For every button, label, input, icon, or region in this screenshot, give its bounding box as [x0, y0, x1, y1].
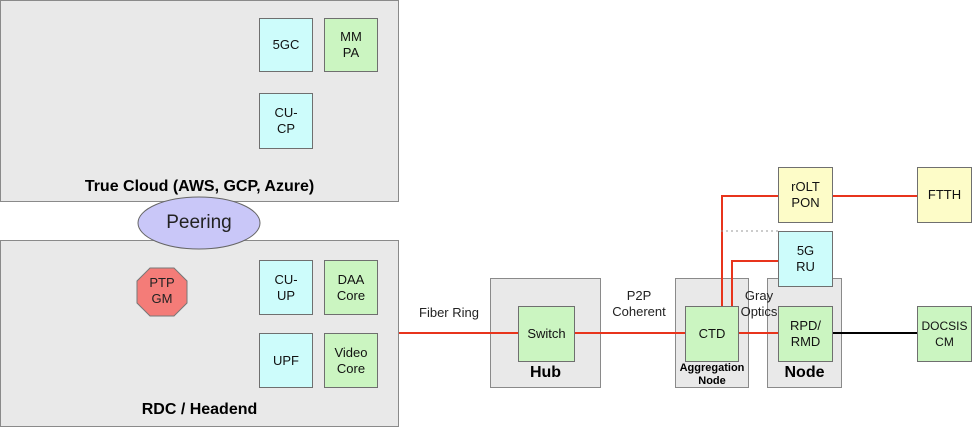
ctd-rolt-horizontal-line — [721, 195, 778, 197]
peering-label: Peering — [166, 212, 232, 233]
mmpa-box: MM PA — [324, 18, 378, 72]
ctd-box: CTD — [685, 306, 739, 362]
p2p-coherent-line — [574, 332, 686, 334]
p2p-coherent-label: P2P Coherent — [612, 288, 666, 319]
rdc-headend-label: RDC / Headend — [141, 401, 258, 418]
aggregation-node-label: Aggregation Node — [679, 362, 745, 387]
daa-core-box: DAA Core — [324, 260, 378, 315]
5g-ru-box: 5G RU — [778, 231, 833, 287]
fiber-ring-line — [399, 332, 519, 334]
rolt-ftth-line — [833, 195, 917, 197]
rpd-docsis-line — [833, 332, 917, 334]
true-cloud-label: True Cloud (AWS, GCP, Azure) — [84, 178, 315, 195]
video-core-box: Video Core — [324, 333, 378, 388]
ctd-rolt-vertical-line — [721, 195, 723, 307]
hub-label: Hub — [529, 364, 562, 381]
ftth-box: FTTH — [917, 167, 972, 223]
gray-optics-label: Gray Optics — [740, 288, 778, 319]
ctd-rpd-line — [738, 332, 778, 334]
docsis-cm-box: DOCSIS CM — [917, 306, 972, 362]
5gc-box: 5GC — [259, 18, 313, 72]
rolt-pon-box: rOLT PON — [778, 167, 833, 223]
switch-box: Switch — [518, 306, 575, 362]
ptp-gm-label: PTP GM — [149, 275, 175, 306]
ctd-ru-vertical-line — [731, 260, 733, 307]
ctd-ru-horizontal-line — [731, 260, 778, 262]
rpd-rmd-box: RPD/ RMD — [778, 306, 833, 362]
cuup-box: CU- UP — [259, 260, 313, 315]
node-label: Node — [784, 364, 825, 381]
upf-box: UPF — [259, 333, 313, 388]
cucp-box: CU- CP — [259, 93, 313, 149]
fiber-ring-label: Fiber Ring — [419, 305, 479, 320]
